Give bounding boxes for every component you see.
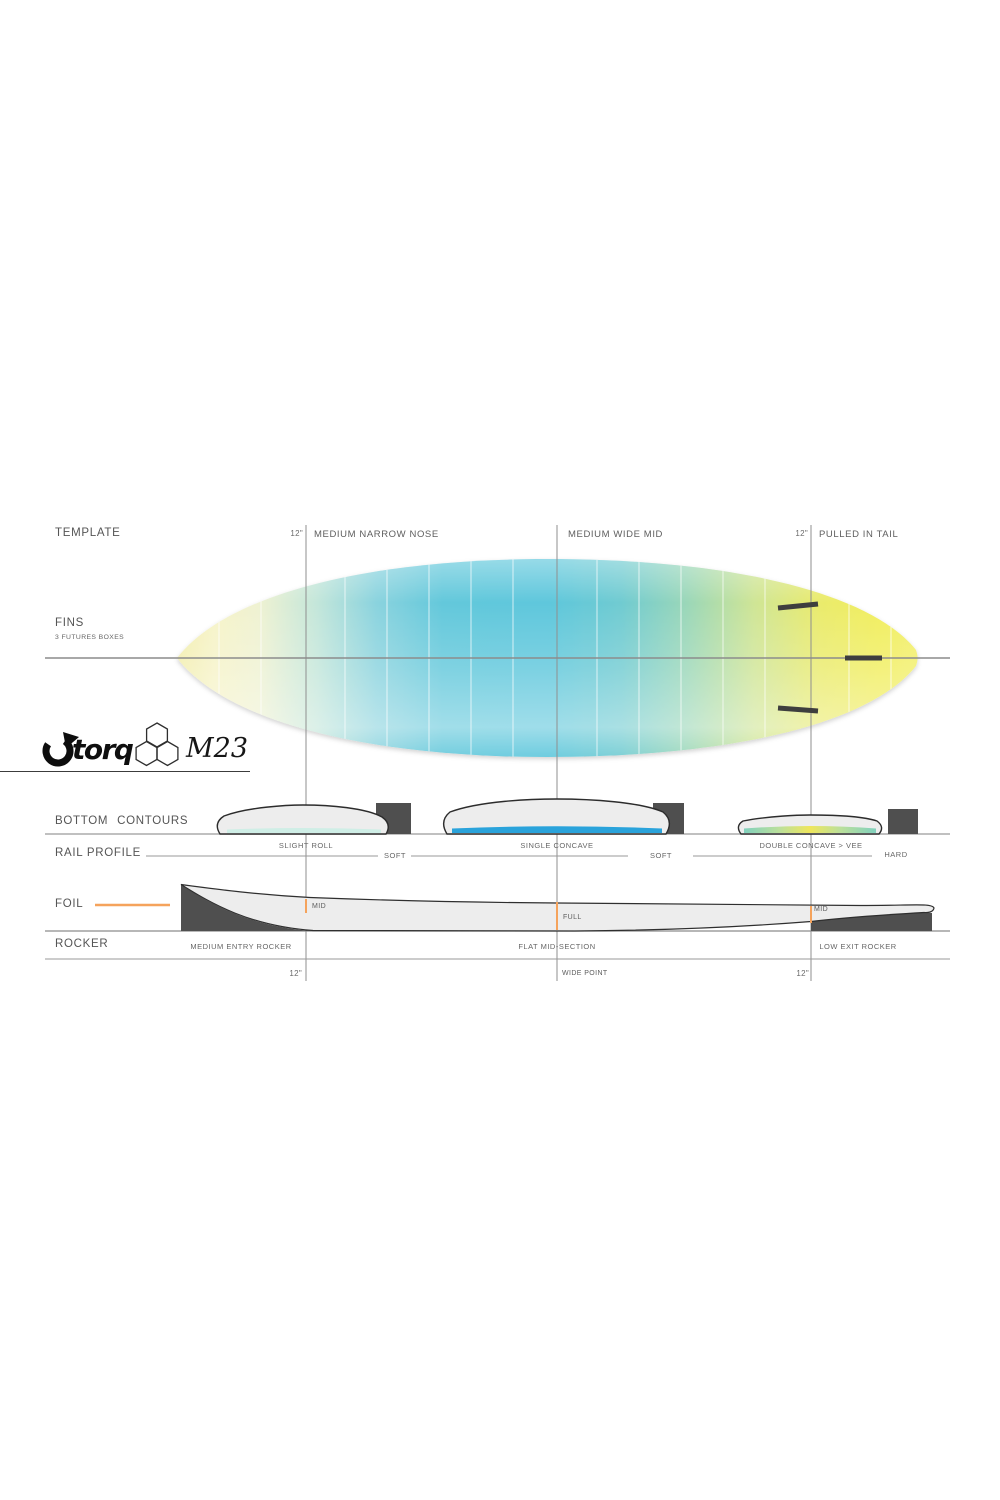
bottom-contours-heading: BOTTOM CONTOURS [55,814,189,827]
cross-section-double-concave-vee [737,814,883,835]
rocker-label-mid: FLAT MID-SECTION [518,941,596,951]
nose-template-label: MEDIUM NARROW NOSE [314,528,439,540]
rail-block-tail [888,809,918,834]
bottom-tick-wide-point: WIDE POINT [562,970,608,977]
fin-boxes [777,601,882,714]
bottom-tick-tail-12in: 12" [796,968,809,978]
cross-section-single-concave [442,798,671,835]
contour-strip-slight-roll [227,828,381,833]
nose-rocker-wedge [181,885,313,931]
tail-template-label: PULLED IN TAIL [819,528,899,540]
foil-mark-nose: MID [312,903,327,910]
rocker-label-exit: LOW EXIT ROCKER [819,942,897,951]
rocker-label-entry: MEDIUM ENTRY ROCKER [190,941,292,951]
mid-template-label: MEDIUM WIDE MID [568,528,664,540]
tail-12in-tick: 12" [795,529,808,538]
model-name: M23 [186,733,249,764]
contour-strip-single-concave [452,826,662,833]
fin-box-top [777,601,819,611]
foil-mark-mid: FULL [563,913,582,921]
rail-label-mid: SOFT [650,851,672,860]
cross-section-slight-roll [216,804,389,835]
contour-label-single-concave: SINGLE CONCAVE [520,840,594,850]
fin-box-bottom [777,705,819,714]
rail-label-nose: SOFT [384,851,406,860]
contour-strip-vee [744,826,876,833]
nose-12in-tick: 12" [290,529,303,538]
contour-label-slight-roll: SLIGHT ROLL [278,840,334,850]
bottom-tick-nose-12in: 12" [289,968,302,978]
torq-swoosh-icon [42,732,79,767]
fins-heading: FINS [55,617,84,629]
rail-profile-heading: RAIL PROFILE [55,846,141,859]
contour-label-double-concave-vee: DOUBLE CONCAVE > VEE [759,840,863,850]
tail-rocker-wedge [811,912,932,931]
foil-station-ticks [305,899,812,930]
fins-subheading: 3 FUTURES BOXES [55,634,125,641]
foil-mark-tail: MID [814,905,829,913]
foil-heading: FOIL [55,898,84,910]
rocker-heading: ROCKER [55,937,109,950]
brand-wordmark: torq [72,733,134,766]
rail-label-tail: HARD [884,850,908,859]
template-heading: TEMPLATE [55,527,121,539]
hexagon-logo-icon [135,722,179,767]
